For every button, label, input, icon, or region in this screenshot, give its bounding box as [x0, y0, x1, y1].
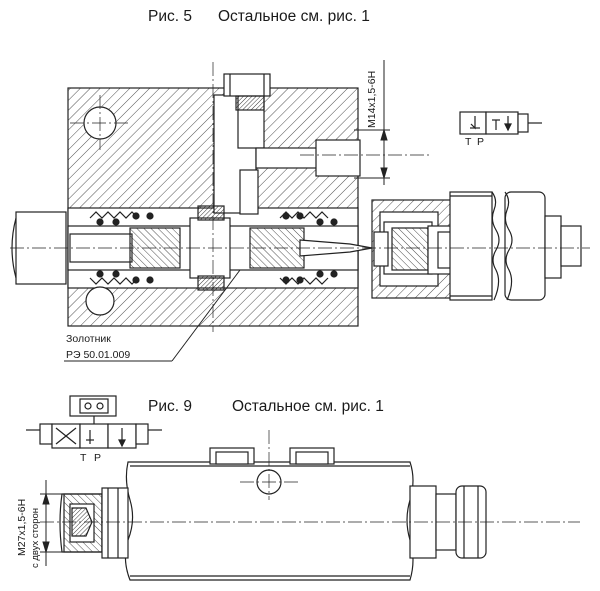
fig5-part-label: Золотник — [66, 333, 111, 345]
fig9-body-view — [59, 447, 487, 581]
fig9-hydraulic-symbol — [26, 395, 162, 449]
fig5-center-lines — [10, 62, 590, 332]
fig5-port-p: P — [477, 136, 485, 148]
fig9-port-p: P — [94, 452, 102, 464]
fig5-hydraulic-symbol — [459, 111, 542, 135]
fig5-note: Остальное см. рис. 1 — [218, 8, 370, 25]
fig5-port-t: T — [465, 136, 472, 148]
fig9-thread-dimension — [40, 480, 70, 566]
fig5-part-leader — [64, 269, 241, 362]
fig5-caption: Рис. 5 — [148, 8, 192, 25]
fig9-thread-label: M27x1,5-6H — [16, 498, 28, 556]
fig5-thread-dimension — [354, 60, 390, 185]
fig9-note: Остальное см. рис. 1 — [232, 398, 384, 415]
fig5-top-plug — [223, 73, 271, 97]
fig9-sides-note: с двух сторон — [30, 507, 41, 568]
fig9-caption: Рис. 9 — [148, 398, 192, 415]
fig5-thread-label: M14x1,5-6H — [366, 70, 378, 128]
fig9-center-lines — [40, 430, 580, 523]
fig9-port-t: T — [80, 452, 87, 464]
fig5-coil — [449, 191, 493, 301]
fig5-part-code: РЭ 50.01.009 — [66, 349, 131, 361]
